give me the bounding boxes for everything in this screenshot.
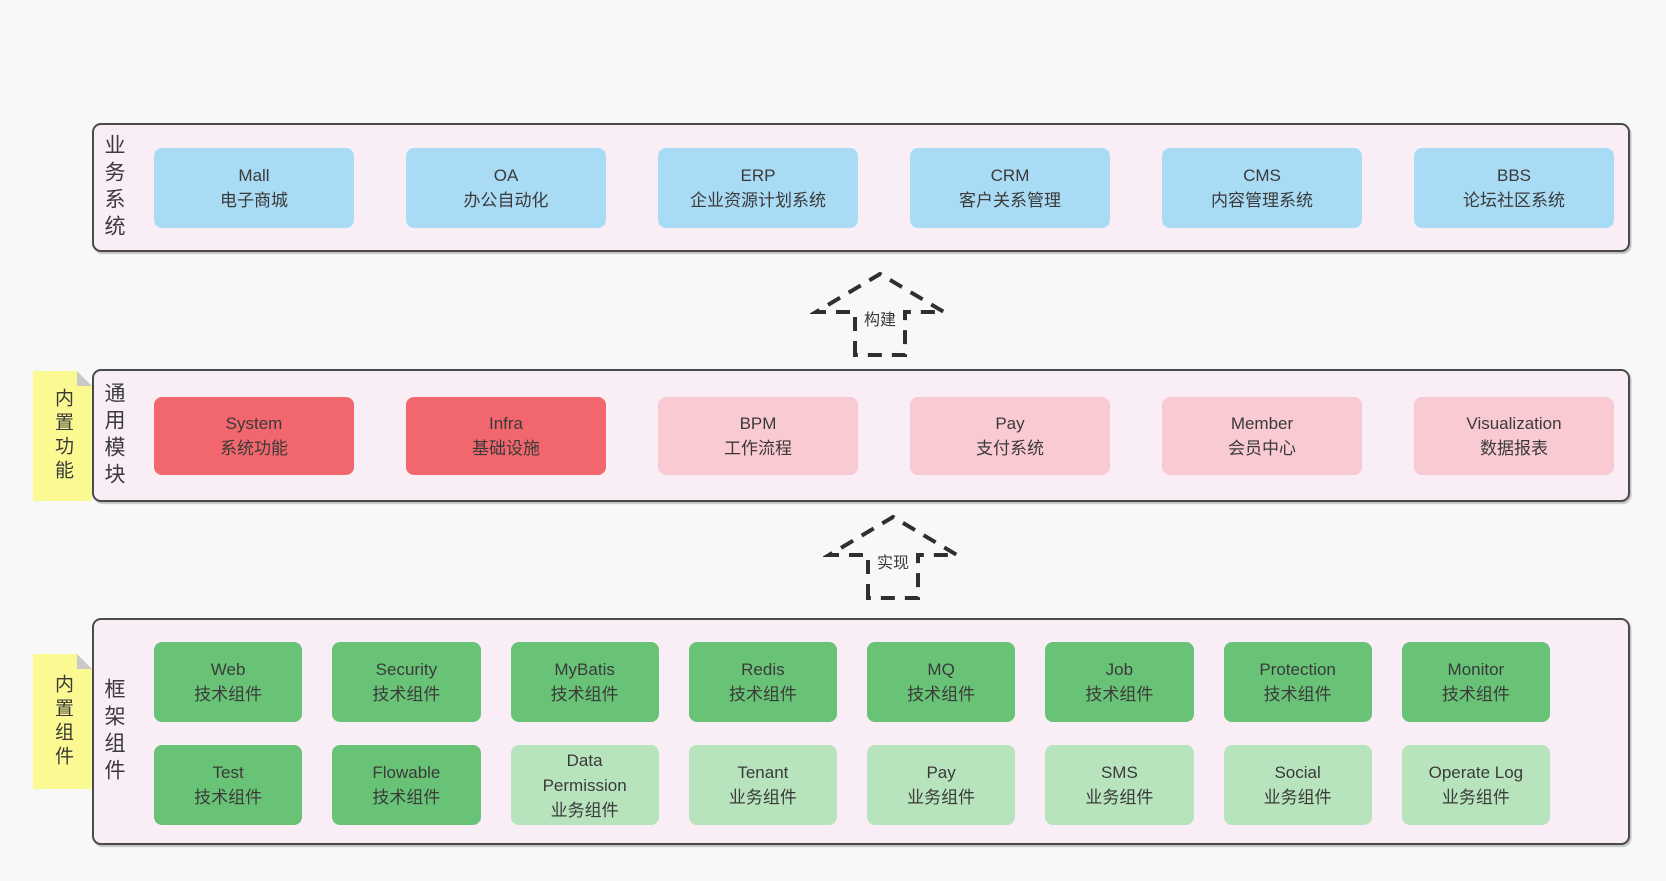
box-redis: Redis 技术组件	[688, 642, 837, 722]
box-flowable: Flowable 技术组件	[332, 745, 481, 825]
component-layer-label: 框架组件	[102, 677, 125, 786]
fold-corner-icon	[77, 654, 92, 669]
box-mybatis: MyBatis 技术组件	[510, 642, 659, 722]
sticky-builtin-features: 内置功能	[33, 371, 92, 501]
implement-arrow-label: 实现	[874, 548, 912, 574]
implement-arrow: 实现	[823, 514, 963, 600]
box-social: Social 业务组件	[1223, 745, 1372, 825]
box-mall: Mall 电子商城	[154, 147, 354, 228]
box-crm: CRM 客户关系管理	[910, 147, 1110, 228]
box-pay-module: Pay 支付系统	[910, 396, 1110, 475]
box-system: System 系统功能	[154, 396, 354, 475]
build-arrow: 构建	[810, 271, 950, 357]
component-box-row-2: Test 技术组件 Flowable 技术组件 Data Permission …	[154, 745, 1550, 825]
box-visualization: Visualization 数据报表	[1414, 396, 1614, 475]
box-sms: SMS 业务组件	[1045, 745, 1194, 825]
build-arrow-label: 构建	[861, 305, 899, 331]
box-bbs: BBS 论坛社区系统	[1414, 147, 1614, 228]
panel-business-systems: 业务系统 Mall 电子商城 OA 办公自动化 ERP 企业资源计划系统 CRM…	[92, 123, 1630, 252]
sticky-builtin-components: 内置组件	[33, 654, 92, 789]
box-erp: ERP 企业资源计划系统	[658, 147, 858, 228]
box-member: Member 会员中心	[1162, 396, 1362, 475]
box-tenant: Tenant 业务组件	[688, 745, 837, 825]
box-test: Test 技术组件	[154, 745, 303, 825]
panel-common-modules: 通用模块 System 系统功能 Infra 基础设施 BPM 工作流程 Pay…	[92, 369, 1630, 502]
box-bpm: BPM 工作流程	[658, 396, 858, 475]
box-infra: Infra 基础设施	[406, 396, 606, 475]
business-layer-label: 业务系统	[102, 133, 125, 242]
box-job: Job 技术组件	[1045, 642, 1194, 722]
box-protection: Protection 技术组件	[1223, 642, 1372, 722]
fold-corner-icon	[77, 371, 92, 386]
business-box-row: Mall 电子商城 OA 办公自动化 ERP 企业资源计划系统 CRM 客户关系…	[154, 147, 1614, 228]
box-cms: CMS 内容管理系统	[1162, 147, 1362, 228]
box-oa: OA 办公自动化	[406, 147, 606, 228]
box-web: Web 技术组件	[154, 642, 303, 722]
box-data-permission: Data Permission 业务组件	[510, 745, 659, 825]
component-box-row-1: Web 技术组件 Security 技术组件 MyBatis 技术组件 Redi…	[154, 642, 1550, 722]
box-mq: MQ 技术组件	[867, 642, 1016, 722]
box-security: Security 技术组件	[332, 642, 481, 722]
module-box-row: System 系统功能 Infra 基础设施 BPM 工作流程 Pay 支付系统…	[154, 396, 1614, 475]
box-operate-log: Operate Log 业务组件	[1401, 745, 1550, 825]
panel-framework-components: 框架组件 Web 技术组件 Security 技术组件 MyBatis 技术组件…	[92, 618, 1630, 845]
module-layer-label: 通用模块	[102, 381, 125, 490]
box-pay-component: Pay 业务组件	[867, 745, 1016, 825]
box-monitor: Monitor 技术组件	[1401, 642, 1550, 722]
